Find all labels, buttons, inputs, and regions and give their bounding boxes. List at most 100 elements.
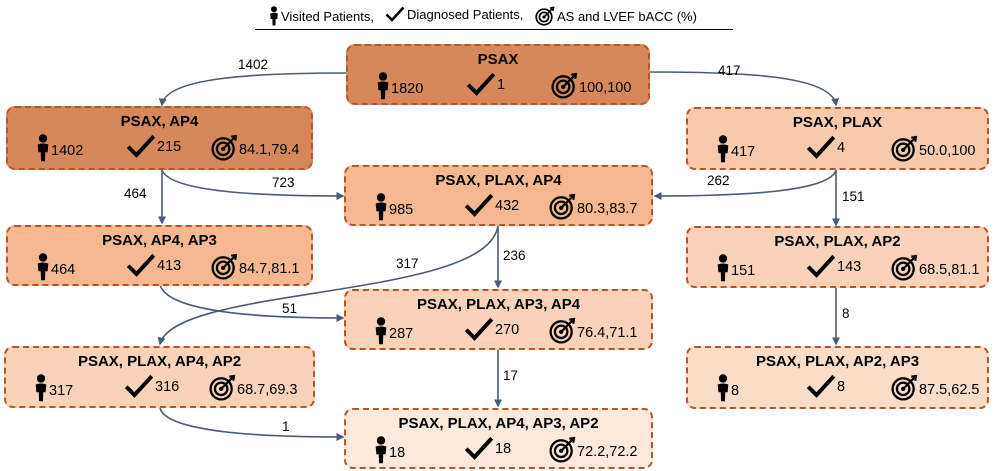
bacc-value: 50.0,100 <box>919 143 976 159</box>
target-icon <box>535 6 555 26</box>
edge-psax-to-psax-plax <box>649 71 840 107</box>
bacc-value: 72.2,72.2 <box>577 444 638 460</box>
bacc-value: 84.7,81.1 <box>239 261 300 277</box>
diagnosed-count-group: 1 <box>466 72 505 96</box>
edge-psax-to-psax-ap4 <box>158 72 347 107</box>
diagnosed-count-group: 432 <box>464 193 519 217</box>
bacc-value-group: 84.1,79.4 <box>211 134 299 161</box>
node-psax: PSAX 1820 1 100,100 <box>346 44 650 105</box>
diagnosed-count-group: 18 <box>464 436 511 460</box>
bacc-value-group: 72.2,72.2 <box>549 436 637 463</box>
node-title: PSAX, PLAX, AP2, AP3 <box>755 353 920 370</box>
person-icon <box>376 72 390 100</box>
visited-count: 1402 <box>51 143 84 159</box>
node-psax-plax-ap4: PSAX, PLAX, AP4 985 432 80.3,83.7 <box>344 165 653 226</box>
target-icon <box>211 253 238 280</box>
person-icon <box>374 193 388 221</box>
checkmark-icon <box>806 135 836 159</box>
node-title: PSAX, PLAX, AP3, AP4 <box>416 296 581 313</box>
target-icon <box>549 193 576 220</box>
diagnosed-count-group: 4 <box>806 135 845 159</box>
visited-count: 8 <box>731 383 740 399</box>
diagnosed-count-group: 215 <box>126 134 181 158</box>
node-title: PSAX, PLAX <box>792 114 883 131</box>
bacc-value-group: 100,100 <box>551 72 631 99</box>
target-icon <box>211 134 238 161</box>
target-icon <box>891 374 918 401</box>
checkmark-icon <box>464 436 494 460</box>
checkmark-icon <box>124 374 154 398</box>
person-icon <box>270 6 278 26</box>
bacc-value: 87.5,62.5 <box>919 382 980 398</box>
visited-count-group: 464 <box>36 253 75 281</box>
checkmark-icon <box>464 317 494 341</box>
node-title: PSAX <box>477 51 519 68</box>
legend-visited: Visited Patients, <box>269 6 374 26</box>
visited-count-group: 1820 <box>376 72 423 100</box>
checkmark-icon <box>466 72 496 96</box>
diagnosed-count: 4 <box>837 140 846 156</box>
edge-label-236: 236 <box>503 248 526 263</box>
checkmark-icon <box>464 193 494 217</box>
edge-label-1: 1 <box>282 419 290 434</box>
target-icon <box>549 317 576 344</box>
visited-count-group: 317 <box>34 374 73 402</box>
node-psax-ap4: PSAX, AP4 1402 215 84.1,79.4 <box>6 106 313 170</box>
diagnosed-count-group: 143 <box>806 254 861 278</box>
bacc-value: 100,100 <box>579 80 632 96</box>
visited-count: 1820 <box>391 81 424 97</box>
legend-diagnosed: Diagnosed Patients, <box>385 6 523 22</box>
edge-label-723: 723 <box>272 175 295 190</box>
target-icon <box>549 436 576 463</box>
bacc-value: 76.4,71.1 <box>577 325 638 341</box>
person-icon <box>374 436 388 464</box>
bacc-value-group: 80.3,83.7 <box>549 193 637 220</box>
checkmark-icon <box>126 134 156 158</box>
bacc-value: 68.5,81.1 <box>919 262 980 278</box>
edge-psax-plax-to-psax-plax-ap4 <box>653 169 837 200</box>
edge-label-317: 317 <box>396 256 419 271</box>
diagnosed-count: 143 <box>837 259 862 275</box>
person-icon <box>36 134 50 162</box>
diagnosed-count: 270 <box>495 322 520 338</box>
bacc-value-group: 87.5,62.5 <box>891 374 979 401</box>
visited-count-group: 18 <box>374 436 405 464</box>
visited-count-group: 8 <box>716 374 739 402</box>
edge-label-8: 8 <box>842 306 850 321</box>
diagnosed-count-group: 413 <box>126 253 181 277</box>
legend-diagnosed-label: Diagnosed Patients, <box>407 6 524 22</box>
legend-accuracy-label: AS and LVEF bACC (%) <box>557 8 697 24</box>
node-psax-plax-ap2-ap3: PSAX, PLAX, AP2, AP3 8 8 87.5,62.5 <box>686 346 989 409</box>
visited-count: 985 <box>389 202 414 218</box>
person-icon <box>36 253 50 281</box>
person-icon <box>374 317 388 345</box>
bacc-value-group: 50.0,100 <box>891 135 975 162</box>
diagnosed-count-group: 8 <box>806 374 845 398</box>
visited-count-group: 1402 <box>36 134 83 162</box>
visited-count-group: 151 <box>716 254 755 282</box>
diagnosed-count-group: 316 <box>124 374 179 398</box>
node-psax-ap4-ap3: PSAX, AP4, AP3 464 413 84.7,81.1 <box>6 225 313 286</box>
edge-label-17: 17 <box>503 368 519 383</box>
visited-count: 18 <box>389 445 406 461</box>
visited-count: 464 <box>51 262 76 278</box>
diagnosed-count: 316 <box>155 379 180 395</box>
checkmark-icon <box>806 254 836 278</box>
checkmark-icon <box>806 374 836 398</box>
legend-visited-label: Visited Patients, <box>281 8 374 24</box>
node-title: PSAX, AP4, AP3 <box>102 232 217 249</box>
diagnosed-count: 215 <box>157 139 182 155</box>
node-title: PSAX, AP4 <box>120 113 199 130</box>
bacc-value: 80.3,83.7 <box>577 201 638 217</box>
bacc-value-group: 68.7,69.3 <box>209 374 297 401</box>
legend-accuracy: AS and LVEF bACC (%) <box>535 6 697 26</box>
person-icon <box>34 374 48 402</box>
node-title: PSAX, PLAX, AP4 <box>435 172 562 189</box>
edge-label-262: 262 <box>707 173 730 188</box>
visited-count-group: 287 <box>374 317 413 345</box>
